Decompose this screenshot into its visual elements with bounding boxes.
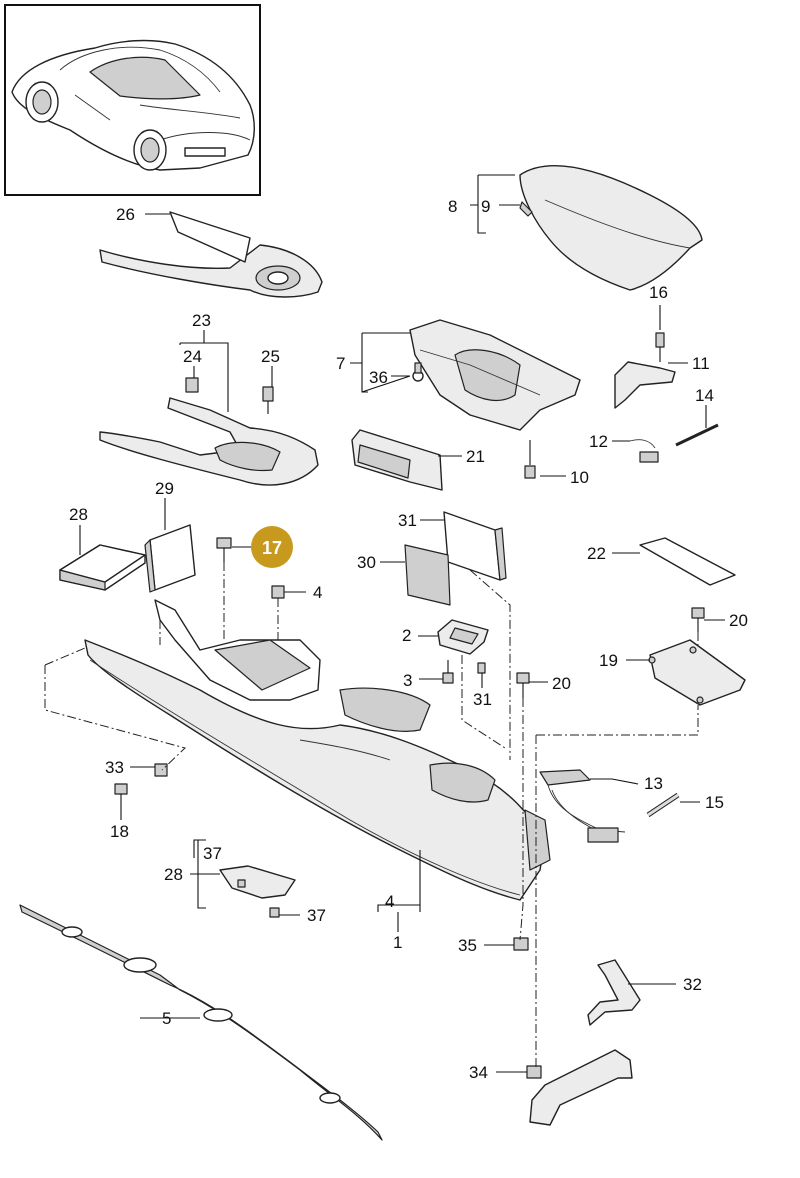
part-10-screw [524, 440, 536, 479]
label-29[interactable]: 29 [155, 479, 174, 498]
label-9[interactable]: 9 [481, 197, 490, 216]
part-17-screw [216, 537, 232, 562]
label-20a[interactable]: 20 [729, 611, 748, 630]
part-26-console-trim [99, 211, 323, 298]
label-25[interactable]: 25 [261, 347, 280, 366]
label-24[interactable]: 24 [183, 347, 202, 366]
part-35-clip [513, 937, 529, 951]
label-23[interactable]: 23 [192, 311, 211, 330]
label-18[interactable]: 18 [110, 822, 129, 841]
label-17-highlighted[interactable]: 17 [262, 538, 282, 558]
label-4b[interactable]: 4 [385, 892, 394, 911]
label-1[interactable]: 1 [393, 933, 402, 952]
part-15-pin [646, 792, 680, 818]
part-1-center-console [84, 599, 551, 901]
part-5-insulation-strip [19, 904, 383, 1141]
label-31b[interactable]: 31 [473, 690, 492, 709]
label-5[interactable]: 5 [162, 1009, 171, 1028]
label-16[interactable]: 16 [649, 283, 668, 302]
part-14-rod [675, 423, 719, 447]
part-31-clip [477, 662, 486, 674]
label-32[interactable]: 32 [683, 975, 702, 994]
label-19[interactable]: 19 [599, 651, 618, 670]
part-37-cover [219, 865, 296, 918]
part-31-pad [443, 511, 507, 581]
part-18-screw [114, 783, 128, 812]
highlight-marker[interactable] [251, 526, 293, 568]
label-10[interactable]: 10 [570, 468, 589, 487]
label-36[interactable]: 36 [369, 368, 388, 387]
part-13-wiring-harness [539, 769, 626, 843]
part-4-clip [271, 585, 285, 599]
part-29-side-panel [144, 524, 196, 593]
label-33[interactable]: 33 [105, 758, 124, 777]
label-34[interactable]: 34 [469, 1063, 488, 1082]
label-28b[interactable]: 28 [164, 865, 183, 884]
label-37a[interactable]: 37 [203, 844, 222, 863]
label-11[interactable]: 11 [692, 354, 710, 373]
label-2[interactable]: 2 [402, 626, 411, 645]
part-2-switch-housing [437, 619, 489, 655]
part-labels: 26 8 9 16 23 24 25 7 36 11 14 12 21 10 2… [69, 197, 748, 1082]
label-4a[interactable]: 4 [313, 583, 322, 602]
part-21-cup-holder-insert [351, 429, 443, 491]
label-20b[interactable]: 20 [552, 674, 571, 693]
label-31a[interactable]: 31 [398, 511, 417, 530]
part-12-spring [629, 439, 659, 463]
part-30-pad [404, 544, 451, 606]
part-22-mat [639, 537, 736, 586]
label-13[interactable]: 13 [644, 774, 663, 793]
part-19-cover-plate [648, 639, 746, 706]
part-34-clip [526, 1065, 542, 1079]
label-12[interactable]: 12 [589, 432, 608, 451]
label-22[interactable]: 22 [587, 544, 606, 563]
label-30[interactable]: 30 [357, 553, 376, 572]
label-15[interactable]: 15 [705, 793, 724, 812]
label-37b[interactable]: 37 [307, 906, 326, 925]
part-7-storage-box [409, 319, 581, 431]
label-8[interactable]: 8 [448, 197, 457, 216]
part-20-screw-center [516, 672, 530, 698]
lower-support-bracket [529, 1049, 633, 1126]
part-8-armrest-lid [519, 165, 703, 291]
label-28a[interactable]: 28 [69, 505, 88, 524]
part-23-trim-frame [99, 377, 319, 486]
leader-lines [79, 174, 725, 1073]
part-28-foam-block [59, 544, 146, 591]
label-35[interactable]: 35 [458, 936, 477, 955]
label-21[interactable]: 21 [466, 447, 485, 466]
part-3-screw [442, 660, 454, 684]
label-3[interactable]: 3 [403, 671, 412, 690]
part-32-bracket [587, 959, 641, 1026]
car-thumbnail [4, 4, 261, 196]
label-26[interactable]: 26 [116, 205, 135, 224]
part-33-clip [154, 763, 168, 777]
assembly-lines [44, 562, 699, 1068]
part-11-latch-bracket [614, 332, 676, 409]
label-14[interactable]: 14 [695, 386, 714, 405]
label-7[interactable]: 7 [336, 354, 345, 373]
part-20-screw-right [691, 607, 705, 632]
